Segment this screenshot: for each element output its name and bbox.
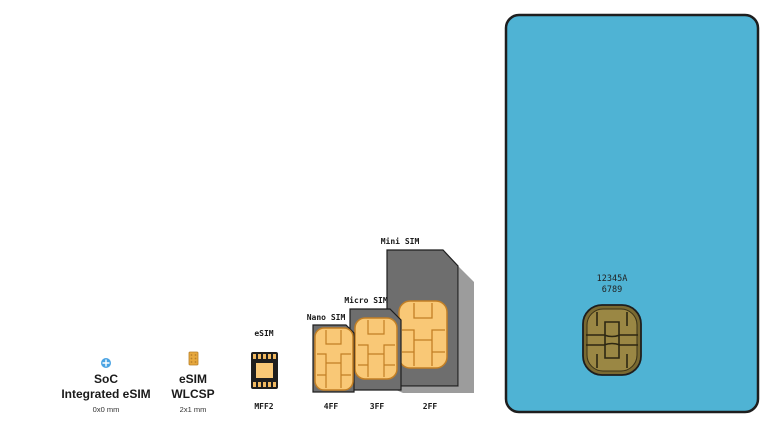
micro-sim-top-label: Micro SIM bbox=[344, 296, 388, 305]
mini-sim-chip bbox=[398, 300, 448, 369]
soc-title-line-1: SoC bbox=[94, 372, 118, 386]
micro-sim-bottom-label: 3FF bbox=[369, 402, 385, 411]
nano-sim-bottom-label: 4FF bbox=[323, 402, 339, 411]
card-number-line-1: 12345A bbox=[596, 274, 628, 284]
soc-size: 0x0 mm bbox=[92, 405, 120, 414]
mini-sim-bottom-label: 2FF bbox=[422, 402, 438, 411]
wlcsp-title-line-1: eSIM bbox=[178, 372, 207, 386]
card-number-line-2: 6789 bbox=[601, 285, 623, 295]
soc-title-line-2: Integrated eSIM bbox=[61, 387, 151, 401]
wlcsp-size: 2x1 mm bbox=[179, 405, 207, 414]
micro-sim-chip bbox=[354, 317, 398, 380]
mff2-bottom-label: MFF2 bbox=[254, 402, 274, 411]
mff2-top-label: eSIM bbox=[254, 329, 274, 338]
nano-sim-chip bbox=[314, 327, 354, 391]
mini-sim-top-label: Mini SIM bbox=[380, 237, 420, 246]
wlcsp-title-line-2: WLCSP bbox=[171, 387, 215, 401]
card-contact-chip bbox=[582, 304, 642, 376]
nano-sim-top-label: Nano SIM bbox=[306, 313, 346, 322]
